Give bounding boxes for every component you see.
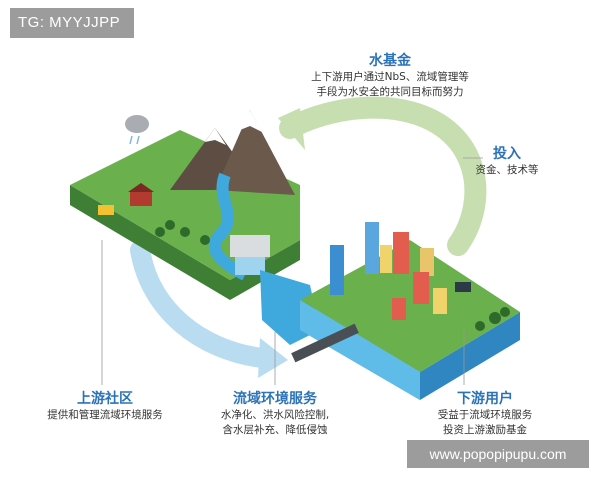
services-desc-1: 水净化、洪水风险控制, — [220, 409, 330, 421]
downstream-desc-1: 受益于流域环境服务 — [437, 409, 533, 421]
blue-arrow-head — [258, 338, 288, 378]
farmhouse-roof — [128, 183, 154, 192]
label-investment: 投入 资金、技术等 — [462, 143, 552, 178]
water-fund-desc-2: 手段为水安全的共同目标而努力 — [316, 86, 464, 98]
label-downstream: 下游用户 受益于流域环境服务 投资上游激励基金 — [420, 388, 550, 438]
water-fund-desc-1: 上下游用户通过NbS、流域管理等 — [311, 71, 469, 83]
investment-desc: 资金、技术等 — [475, 164, 539, 176]
services-desc-2: 含水层补充、降低侵蚀 — [222, 424, 328, 436]
downstream-desc-2: 投资上游激励基金 — [443, 424, 527, 436]
dam-spillway — [235, 257, 265, 275]
investment-title: 投入 — [493, 146, 521, 162]
downstream-title: 下游用户 — [457, 391, 513, 407]
rain-cloud — [125, 115, 149, 133]
downstream-water — [300, 300, 420, 400]
city-buildings — [330, 222, 471, 320]
upstream-title: 上游社区 — [77, 391, 133, 407]
upstream-desc: 提供和管理流域环境服务 — [47, 409, 163, 421]
mountain-right — [215, 110, 295, 195]
label-services: 流域环境服务 水净化、洪水风险控制, 含水层补充、降低侵蚀 — [213, 388, 337, 438]
bottom-watermark: www.popopipupu.com — [407, 440, 589, 468]
bridge — [291, 323, 359, 363]
label-water-fund: 水基金 上下游用户通过NbS、流域管理等 手段为水安全的共同目标而努力 — [300, 50, 480, 100]
top-watermark: TG: MYYJJPP — [10, 8, 134, 38]
services-title: 流域环境服务 — [233, 391, 317, 407]
water-fund-title: 水基金 — [369, 53, 411, 69]
mountain-snow-left — [205, 128, 226, 145]
blue-arrow — [130, 240, 272, 368]
green-arrow — [279, 96, 487, 256]
mountain-snow-right — [240, 110, 262, 132]
upstream-river — [208, 172, 248, 281]
farmhouse — [130, 192, 152, 206]
green-arrow-head — [278, 108, 305, 150]
downstream-land — [300, 240, 520, 372]
label-upstream: 上游社区 提供和管理流域环境服务 — [40, 388, 170, 423]
tractor — [98, 205, 114, 215]
dam — [230, 235, 270, 257]
